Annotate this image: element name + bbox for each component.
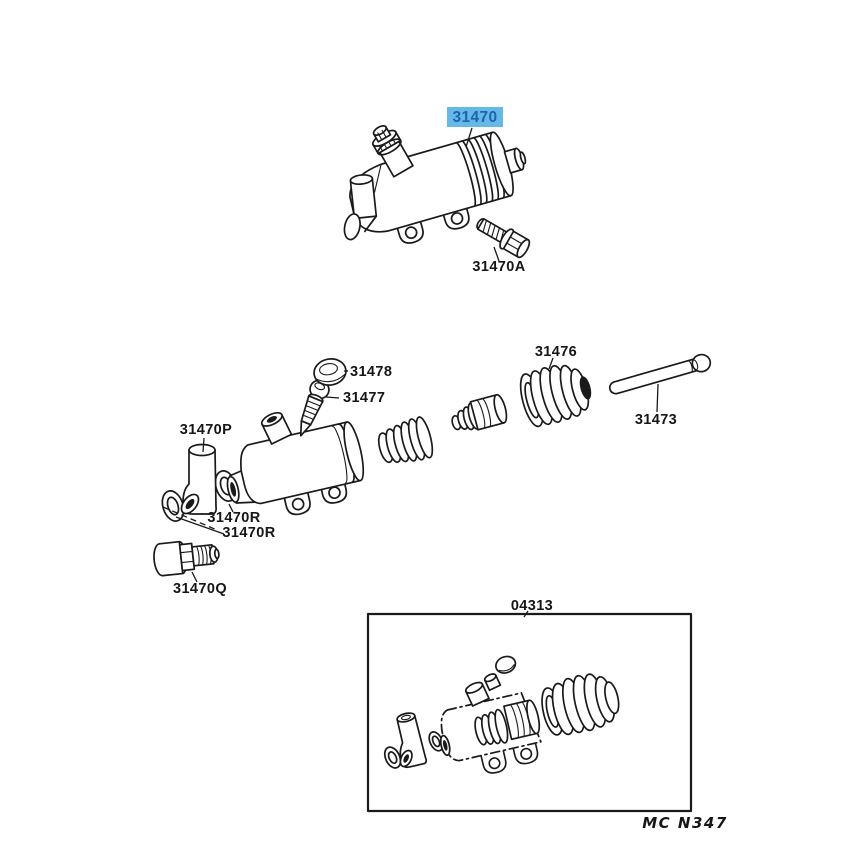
bleeder-plug-drawing xyxy=(299,379,330,437)
leader-mounting-bolt xyxy=(493,246,500,262)
callout-main-cylinder[interactable]: 31470 xyxy=(452,109,497,126)
plug-bolt-drawing xyxy=(153,540,220,577)
leader-plug-bolt xyxy=(191,571,198,583)
callout-union-fitting: 31470P xyxy=(180,422,232,438)
leader-repair-kit xyxy=(523,610,529,618)
leader-bleeder-plug xyxy=(325,396,340,399)
leader-boot xyxy=(548,357,554,370)
union-fitting-drawing xyxy=(180,443,217,515)
kit-contents-drawing xyxy=(383,655,620,776)
boot-drawing xyxy=(519,364,592,428)
cylinder-body-drawing xyxy=(226,411,365,518)
piston-drawing xyxy=(451,393,508,431)
sheet-code: MC N347 xyxy=(642,814,728,832)
highlight-box xyxy=(447,107,503,127)
callout-bleeder-cap: 31478 xyxy=(350,364,392,380)
callout-repair-kit: 04313 xyxy=(511,598,553,614)
callout-plug-bolt: 31470Q xyxy=(173,581,227,597)
spring-drawing xyxy=(377,416,434,464)
bleeder-on-cylinder xyxy=(372,125,414,178)
callout-gasket-upper: 31470R xyxy=(207,510,260,526)
main-cylinder-assembly-drawing xyxy=(343,125,527,247)
callout-bleeder-plug: 31477 xyxy=(343,390,385,406)
leader-main-cylinder xyxy=(465,127,473,148)
callout-mounting-bolt: 31470A xyxy=(472,259,525,275)
leader-push-rod xyxy=(656,383,659,413)
mounting-bolt-drawing xyxy=(476,217,531,259)
bleeder-cap-drawing xyxy=(313,358,347,386)
push-rod-drawing xyxy=(608,353,712,395)
callout-push-rod: 31473 xyxy=(635,412,677,428)
leader-gasket-upper xyxy=(228,503,234,513)
callout-boot: 31476 xyxy=(535,344,577,360)
leader-union-fitting xyxy=(202,437,205,453)
kit-box-outline xyxy=(366,612,693,813)
callout-gasket-lower: 31470R xyxy=(222,525,275,541)
inlet-port xyxy=(343,174,378,241)
leader-gasket-lower xyxy=(175,516,225,535)
